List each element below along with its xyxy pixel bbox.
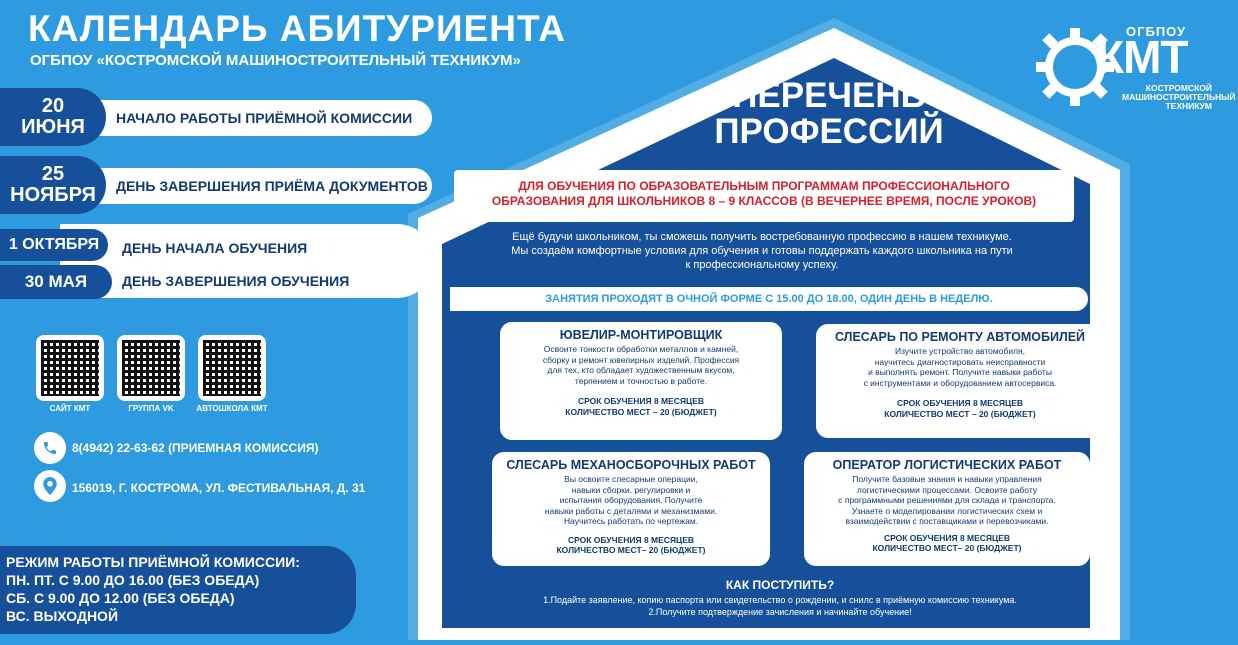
profession-card[interactable]: СЛЕСАРЬ ПО РЕМОНТУ АВТОМОБИЛЕЙ Изучите у… [816, 324, 1104, 438]
address: 156019, Г. КОСТРОМА, УЛ. ФЕСТИВАЛЬНАЯ, Д… [72, 481, 366, 495]
qr-code-image [41, 340, 99, 396]
qr-code-image [203, 340, 261, 396]
hours-title: РЕЖИМ РАБОТЫ ПРИЁМНОЙ КОМИССИИ: [6, 554, 300, 570]
location-pin-icon [34, 470, 66, 502]
profession-description: Получите базовые знания и навыки управле… [838, 474, 1056, 526]
hours-weekdays: ПН. ПТ. С 9.00 ДО 16.00 (БЕЗ ОБЕДА) [6, 572, 260, 588]
qr-caption: ГРУППА VK [128, 404, 174, 413]
date-row-label: ДЕНЬ ЗАВЕРШЕНИЯ ПРИЁМА ДОКУМЕНТОВ [60, 168, 432, 204]
qr-caption: АВТОШКОЛА КМТ [196, 404, 268, 413]
intro-line: к профессиональному успеху. [685, 259, 839, 271]
phone-icon [34, 432, 66, 464]
how-to-apply-step: 1.Подайте заявление, копию паспорта или … [543, 595, 1017, 605]
page-title: КАЛЕНДАРЬ АБИТУРИЕНТА [28, 8, 566, 49]
hours-panel: РЕЖИМ РАБОТЫ ПРИЁМНОЙ КОМИССИИ: ПН. ПТ. … [0, 546, 356, 634]
profession-title: СЛЕСАРЬ ПО РЕМОНТУ АВТОМОБИЛЕЙ [834, 330, 1086, 344]
intro-text: Ещё будучи школьником, ты сможешь получи… [452, 230, 1072, 272]
date-badge: 1 ОКТЯБРЯ [0, 229, 108, 261]
qr-code-vk[interactable] [117, 335, 185, 401]
profession-title: ОПЕРАТОР ЛОГИСТИЧЕСКИХ РАБОТ [832, 458, 1062, 472]
profession-card[interactable]: ЮВЕЛИР-МОНТИРОВЩИК Освоите тонкости обра… [500, 322, 782, 440]
profession-description: Вы освоите слесарные операции,навыки сбо… [544, 474, 718, 526]
phone-number[interactable]: 8(4942) 22-63-62 (ПРИЕМНАЯ КОМИССИЯ) [72, 441, 319, 455]
date-day: 20 [41, 95, 65, 117]
date-group-panel [60, 224, 434, 298]
date-month: НОЯБРЯ [10, 184, 96, 206]
qr-caption: САЙТ КМТ [49, 404, 91, 413]
logo-org-type: ОГБПОУ [1126, 24, 1187, 39]
profession-card[interactable]: СЛЕСАРЬ МЕХАНОСБОРОЧНЫХ РАБОТ Вы освоите… [492, 452, 770, 566]
profession-description: Освоите тонкости обработки металлов и ка… [542, 344, 740, 386]
date-day: 25 [41, 163, 65, 185]
qr-code-driving-school[interactable] [198, 335, 266, 401]
date-badge: 25 НОЯБРЯ [0, 156, 106, 214]
main-title-line: ПЕРЕЧЕНЬ [732, 76, 926, 115]
main-title-line: ПРОФЕССИЙ [714, 112, 944, 151]
requirement-line: ОБРАЗОВАНИЯ ДЛЯ ШКОЛЬНИКОВ 8 – 9 КЛАССОВ… [491, 194, 1037, 208]
how-to-apply-title: КАК ПОСТУПИТЬ? [725, 578, 835, 592]
profession-card[interactable]: ОПЕРАТОР ЛОГИСТИЧЕСКИХ РАБОТ Получите ба… [804, 452, 1090, 566]
qr-code-site[interactable] [36, 335, 104, 401]
date-row-label: ДЕНЬ ЗАВЕРШЕНИЯ ОБУЧЕНИЯ [122, 273, 350, 289]
date-row-label: ДЕНЬ НАЧАЛА ОБУЧЕНИЯ [122, 240, 308, 256]
date-badge: 30 МАЯ [0, 265, 112, 299]
page-subtitle: ОГБПОУ «КОСТРОМСКОЙ МАШИНОСТРОИТЕЛЬНЫЙ Т… [30, 52, 521, 69]
date-month: ИЮНЯ [21, 116, 85, 138]
how-to-apply: КАК ПОСТУПИТЬ? 1.Подайте заявление, копи… [460, 578, 1100, 618]
qr-code-image [122, 340, 180, 396]
profession-title: СЛЕСАРЬ МЕХАНОСБОРОЧНЫХ РАБОТ [506, 458, 756, 472]
logo-abbr: КМТ [1096, 31, 1188, 83]
intro-line: Мы создаём комфортные условия для обучен… [511, 245, 1013, 257]
requirement-box: ДЛЯ ОБУЧЕНИЯ ПО ОБРАЗОВАТЕЛЬНЫМ ПРОГРАММ… [454, 170, 1074, 222]
profession-description: Изучите устройство автомобиля,научитесь … [863, 346, 1057, 388]
main-title: ПЕРЕЧЕНЬ ПРОФЕССИЙ [694, 78, 964, 150]
classes-info: ЗАНЯТИЯ ПРОХОДЯТ В ОЧНОЙ ФОРМЕ С 15.00 Д… [450, 287, 1088, 311]
date-badge: 20 ИЮНЯ [0, 88, 106, 146]
profession-title: ЮВЕЛИР-МОНТИРОВЩИК [559, 328, 723, 342]
gear-logo-icon [1036, 28, 1114, 106]
how-to-apply-step: 2.Получите подтверждение зачисления и на… [648, 607, 912, 617]
date-row-label: НАЧАЛО РАБОТЫ ПРИЁМНОЙ КОМИССИИ [60, 100, 432, 136]
kmt-logo[interactable]: ОГБПОУ КМТ КОСТРОМСКОЙ МАШИНОСТРОИТЕЛЬНЫ… [1034, 22, 1236, 112]
requirement-line: ДЛЯ ОБУЧЕНИЯ ПО ОБРАЗОВАТЕЛЬНЫМ ПРОГРАММ… [518, 179, 1010, 193]
hours-sunday: ВС. ВЫХОДНОЙ [6, 608, 118, 624]
hours-saturday: СБ. С 9.00 ДО 12.00 (БЕЗ ОБЕДА) [6, 590, 235, 606]
logo-name: КОСТРОМСКОЙ МАШИНОСТРОИТЕЛЬНЫЙ ТЕХНИКУМ [1122, 83, 1236, 111]
intro-line: Ещё будучи школьником, ты сможешь получи… [512, 231, 1012, 243]
